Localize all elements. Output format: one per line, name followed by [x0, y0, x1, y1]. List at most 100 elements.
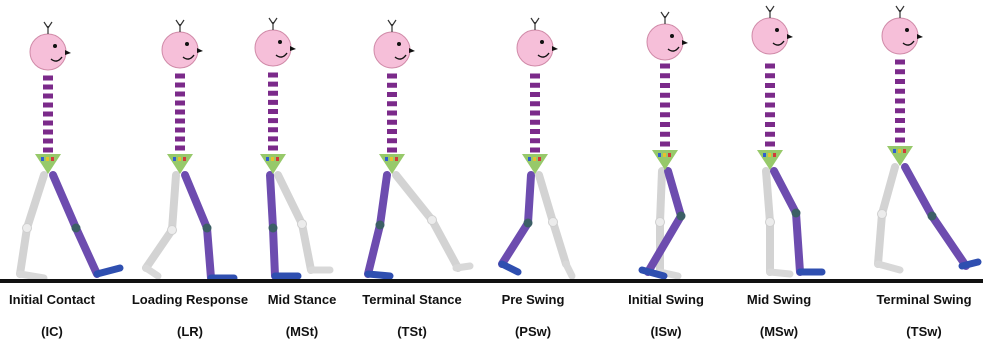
spine-segment	[268, 91, 278, 96]
spine-segment	[387, 92, 397, 97]
spine-segment	[387, 138, 397, 143]
phase-name: Mid Stance	[256, 292, 348, 308]
hair	[269, 18, 277, 30]
active-shank	[796, 213, 800, 272]
inactive-shank	[146, 230, 172, 268]
head	[255, 30, 291, 66]
spine-segment	[765, 142, 775, 147]
phase-abbr: (LR)	[120, 324, 260, 340]
spine-segment	[43, 94, 53, 99]
inactive-knee-joint	[428, 216, 437, 225]
spine-segment	[660, 122, 670, 127]
nose	[682, 40, 688, 45]
inactive-foot	[770, 272, 790, 274]
phase-label-lr: Loading Response (LR)	[120, 292, 260, 340]
spine-segment	[660, 132, 670, 137]
pelvis-marker	[768, 153, 771, 157]
spine-segment	[268, 127, 278, 132]
phase-label-mst: Mid Stance (MSt)	[256, 292, 348, 340]
pelvis-marker	[41, 157, 44, 161]
phase-label-tst: Terminal Stance (TSt)	[350, 292, 474, 340]
spine-segment	[268, 146, 278, 151]
spine-segment	[43, 76, 53, 81]
gait-figure-2	[146, 20, 234, 278]
spine-segment	[268, 82, 278, 87]
active-shank	[932, 216, 966, 266]
phase-abbr: (IC)	[0, 324, 104, 340]
pelvis-marker	[533, 157, 536, 161]
inactive-knee-joint	[766, 218, 775, 227]
nose	[917, 34, 923, 39]
spine-segment	[895, 99, 905, 104]
gait-figure-6	[642, 12, 688, 276]
ground-line	[0, 279, 983, 283]
nose	[787, 34, 793, 39]
spine-segment	[530, 74, 540, 79]
eye	[905, 28, 909, 32]
spine-segment	[175, 101, 185, 106]
inactive-foot	[20, 274, 44, 278]
phase-abbr: (MSw)	[736, 324, 822, 340]
head	[374, 32, 410, 68]
spine-segment	[765, 122, 775, 127]
active-thigh	[905, 167, 932, 216]
active-knee-joint	[928, 212, 937, 221]
inactive-thigh	[278, 175, 302, 224]
spine-segment	[43, 130, 53, 135]
spine-segment	[175, 128, 185, 133]
spine-segment	[765, 112, 775, 117]
nose	[552, 46, 558, 51]
gait-figure-5	[502, 18, 572, 276]
head	[30, 34, 66, 70]
spine-segment	[175, 92, 185, 97]
spine-segment	[268, 73, 278, 78]
inactive-shank	[432, 220, 458, 268]
spine-segment	[175, 146, 185, 151]
spine-segment	[765, 83, 775, 88]
pelvis-marker	[668, 153, 671, 157]
pelvis-marker	[763, 153, 766, 157]
spine-segment	[387, 101, 397, 106]
active-thigh	[53, 175, 76, 228]
spine-segment	[895, 118, 905, 123]
spine-segment	[660, 83, 670, 88]
pelvis-marker	[773, 153, 776, 157]
spine-segment	[660, 73, 670, 78]
eye	[278, 40, 282, 44]
phase-name: Terminal Stance	[350, 292, 474, 308]
inactive-knee-joint	[168, 226, 177, 235]
spine-segment	[765, 93, 775, 98]
gait-figure-3	[255, 18, 330, 276]
spine-segment	[895, 69, 905, 74]
active-shank	[648, 216, 681, 272]
spine-segment	[895, 60, 905, 65]
phase-name: Pre Swing	[488, 292, 578, 308]
inactive-foot	[456, 266, 470, 268]
spine-segment	[387, 83, 397, 88]
inactive-thigh	[660, 171, 662, 222]
spine-segment	[895, 108, 905, 113]
spine-segment	[387, 148, 397, 153]
spine-segment	[175, 110, 185, 115]
pelvis-marker	[51, 157, 54, 161]
active-foot	[368, 274, 390, 276]
active-foot	[97, 268, 120, 274]
spine-segment	[43, 112, 53, 117]
head	[882, 18, 918, 54]
gait-figure-1	[20, 22, 120, 278]
inactive-thigh	[766, 171, 770, 222]
phase-name: Terminal Swing	[868, 292, 980, 308]
inactive-foot	[566, 264, 572, 276]
inactive-thigh	[882, 167, 895, 214]
active-shank	[368, 225, 380, 274]
active-shank	[207, 228, 211, 278]
inactive-thigh	[539, 175, 553, 222]
nose	[290, 46, 296, 51]
phase-label-ic: Initial Contact (IC)	[0, 292, 104, 340]
spine-segment	[268, 100, 278, 105]
spine-segment	[660, 93, 670, 98]
head	[162, 32, 198, 68]
phase-label-msw: Mid Swing (MSw)	[736, 292, 822, 340]
pelvis-marker	[538, 157, 541, 161]
